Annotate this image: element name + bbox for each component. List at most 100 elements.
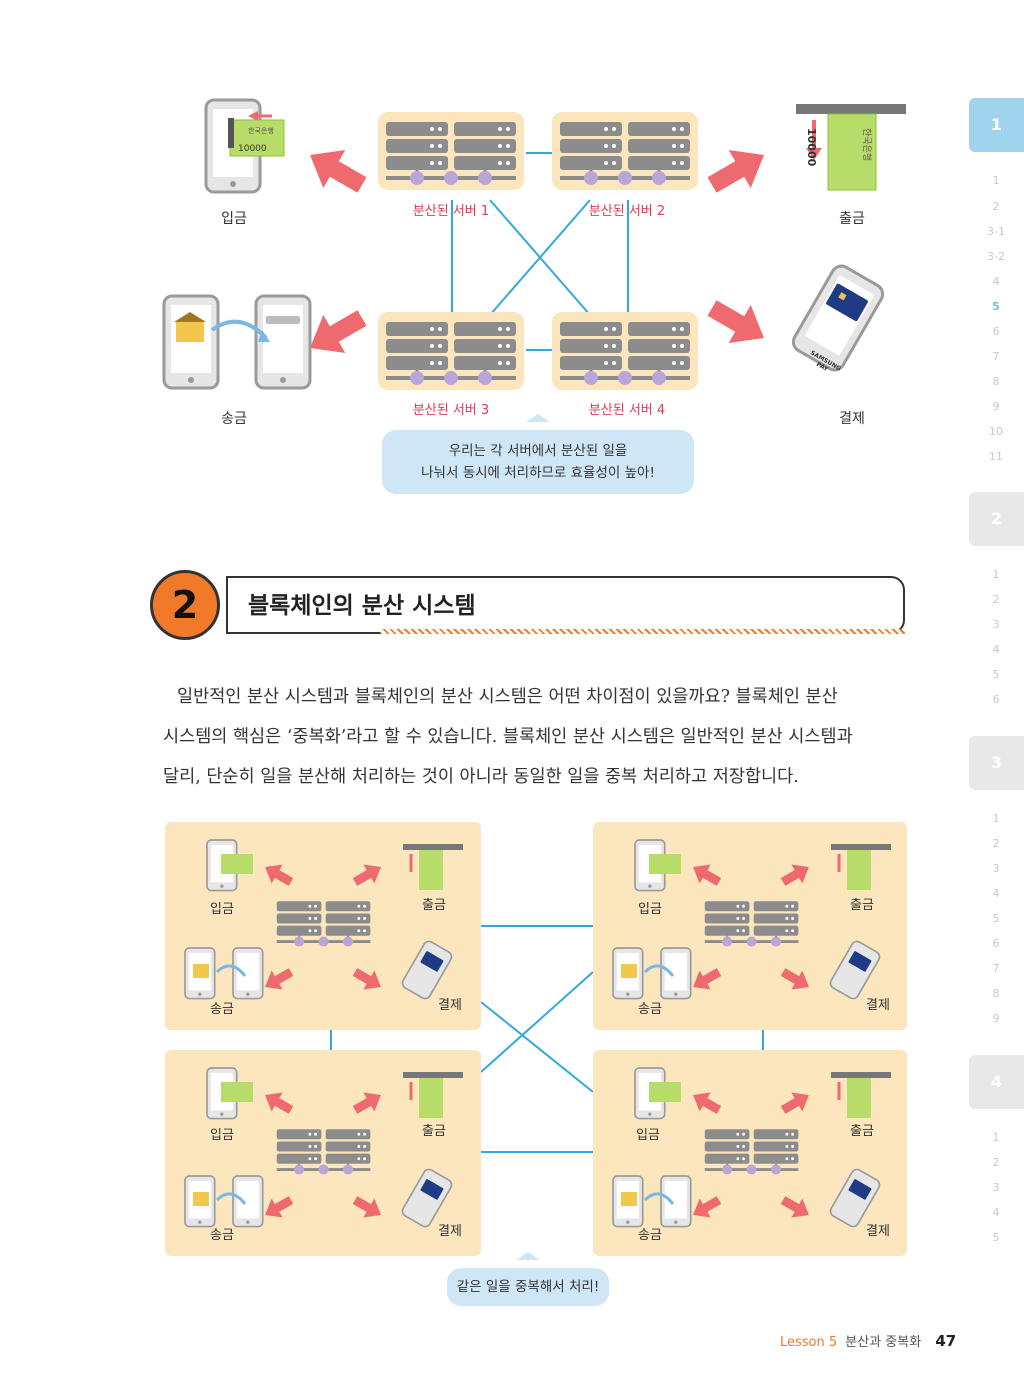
label-payment: 결제 [839, 411, 865, 427]
sidebar-tab-4[interactable]: 4 [969, 1055, 1024, 1109]
paragraph-line-1: 일반적인 분산 시스템과 블록체인의 분산 시스템은 어떤 차이점이 있을까요?… [177, 687, 838, 707]
mini4-transfer: 송금 [638, 1228, 662, 1243]
tab3-item-4[interactable]: 4 [992, 887, 1000, 900]
speech-bubble-bottom: 같은 일을 중복해서 처리! [447, 1252, 609, 1306]
banknote-withdraw [827, 113, 877, 191]
sidebar-tab-1[interactable]: 1 [969, 98, 1024, 152]
page-footer: Lesson 5 분산과 중복화 47 [780, 1331, 960, 1350]
mini3-deposit: 입금 [210, 1128, 234, 1143]
tab3-item-9[interactable]: 9 [992, 1012, 1000, 1025]
tab3-item-6[interactable]: 6 [992, 937, 1000, 950]
mini-node-2: 입금 출금 송금 결제 [593, 822, 907, 1030]
bank-note-withdraw-amount: 10000 [805, 128, 818, 167]
tab1-item-1[interactable]: 1 [992, 174, 1000, 187]
tab3-item-1[interactable]: 1 [992, 812, 1000, 825]
bank-note-withdraw-bank: 한국은행 [861, 128, 871, 162]
tab1-item-6[interactable]: 5 [992, 300, 1000, 313]
tab2-item-4[interactable]: 4 [992, 643, 1000, 656]
tab2-item-6[interactable]: 6 [992, 693, 1000, 706]
banknote-deposit [229, 119, 285, 157]
bottom-lines-svg [330, 925, 764, 1153]
mini2-withdraw: 출금 [850, 898, 874, 913]
label-withdraw: 출금 [839, 211, 865, 227]
section-number-badge: 2 [150, 570, 220, 640]
arrow-deposit [299, 135, 373, 205]
tab1-item-4[interactable]: 3-2 [987, 250, 1005, 263]
tab1-item-8[interactable]: 7 [992, 350, 1000, 363]
server-2 [550, 110, 700, 192]
server-label-3: 분산된 서버 3 [412, 403, 490, 418]
tab3-item-3[interactable]: 3 [992, 862, 1000, 875]
tab4-item-5[interactable]: 5 [992, 1231, 1000, 1244]
arrow-payment [701, 288, 775, 358]
mini3-withdraw: 출금 [422, 1124, 446, 1139]
mini4-payment: 결제 [866, 1224, 890, 1239]
tab4-item-2[interactable]: 2 [992, 1156, 1000, 1169]
tab1-item-12[interactable]: 11 [989, 450, 1003, 463]
server-label-2: 분산된 서버 2 [588, 204, 666, 219]
tab1-item-5[interactable]: 4 [992, 275, 1000, 288]
tab2-item-2[interactable]: 2 [992, 593, 1000, 606]
server-3 [376, 310, 526, 392]
mini1-transfer: 송금 [210, 1002, 234, 1017]
section-title: 블록체인의 분산 시스템 [248, 593, 476, 619]
section-number: 2 [171, 583, 199, 627]
tab4-item-3[interactable]: 3 [992, 1181, 1000, 1194]
tab-1-label: 1 [990, 115, 1003, 134]
server-4 [550, 310, 700, 392]
footer-title: 분산과 중복화 [845, 1335, 922, 1350]
bank-note-deposit-amount: 10000 [238, 144, 267, 154]
card-icon [826, 283, 868, 322]
mini-node-4: 입금 출금 송금 결제 [593, 1050, 907, 1256]
body-paragraph: 일반적인 분산 시스템과 블록체인의 분산 시스템은 어떤 차이점이 있을까요?… [163, 677, 923, 797]
mini2-deposit: 입금 [638, 902, 662, 917]
mini4-deposit: 입금 [636, 1128, 660, 1143]
bubble-line-2: 나눠서 동시에 처리하므로 효율성이 높아! [421, 465, 655, 481]
bubble-line-1: 우리는 각 서버에서 분산된 일을 [448, 443, 628, 459]
payment-phone [791, 264, 885, 372]
mini2-transfer: 송금 [638, 1002, 662, 1017]
tab-4-label: 4 [990, 1072, 1003, 1091]
tab1-item-3[interactable]: 3-1 [987, 225, 1005, 238]
tab3-item-8[interactable]: 8 [992, 987, 1000, 1000]
network-svg [162, 98, 906, 392]
paragraph-line-3: 달리, 단순히 일을 분산해 처리하는 것이 아니라 동일한 일을 중복 처리하… [163, 767, 799, 787]
tab1-item-11[interactable]: 10 [989, 425, 1003, 438]
server-label-4: 분산된 서버 4 [588, 403, 666, 418]
tab-2-label: 2 [990, 509, 1003, 528]
paragraph-line-2: 시스템의 핵심은 ‘중복화’라고 할 수 있습니다. 블록체인 분산 시스템은 … [163, 727, 853, 747]
server-1 [376, 110, 526, 192]
mini3-transfer: 송금 [210, 1228, 234, 1243]
section-heading: 2 블록체인의 분산 시스템 [150, 570, 905, 640]
bank-icon [176, 320, 204, 342]
tab4-item-4[interactable]: 4 [992, 1206, 1000, 1219]
label-deposit: 입금 [221, 211, 247, 227]
tab-3-label: 3 [990, 753, 1003, 772]
sidebar-tab-2[interactable]: 2 [969, 492, 1024, 546]
mini2-payment: 결제 [866, 998, 890, 1013]
mini-node-3: 입금 출금 송금 결제 [165, 1050, 481, 1256]
tab3-item-5[interactable]: 5 [992, 912, 1000, 925]
tab1-item-2[interactable]: 2 [992, 200, 1000, 213]
sidebar-tab-3[interactable]: 3 [969, 736, 1024, 790]
mini4-withdraw: 출금 [850, 1124, 874, 1139]
tab2-item-3[interactable]: 3 [992, 618, 1000, 631]
tab1-item-9[interactable]: 8 [992, 375, 1000, 388]
tab1-item-7[interactable]: 6 [992, 325, 1000, 338]
top-diagram: 10000 한국은행 10000 한국은행 SAMSUNG PAY 입금 출금 … [150, 90, 910, 500]
mini-node-1: 입금 출금 송금 결제 [165, 822, 481, 1030]
link-2-3 [489, 199, 591, 316]
tab2-item-5[interactable]: 5 [992, 668, 1000, 681]
bank-note-deposit-bank: 한국은행 [248, 127, 274, 135]
bottom-diagram: 입금 출금 송금 결제 입금 출금 송금 결제 [165, 822, 910, 1312]
tab3-item-7[interactable]: 7 [992, 962, 1000, 975]
tab4-item-1[interactable]: 1 [992, 1131, 1000, 1144]
footer-lesson: Lesson 5 [780, 1335, 838, 1350]
tab2-item-1[interactable]: 1 [992, 568, 1000, 581]
mini1-withdraw: 출금 [422, 898, 446, 913]
label-transfer: 송금 [221, 411, 247, 427]
tab1-item-10[interactable]: 9 [992, 400, 1000, 413]
server-label-1: 분산된 서버 1 [412, 204, 490, 219]
tab3-item-2[interactable]: 2 [992, 837, 1000, 850]
arrow-withdraw [701, 135, 775, 205]
